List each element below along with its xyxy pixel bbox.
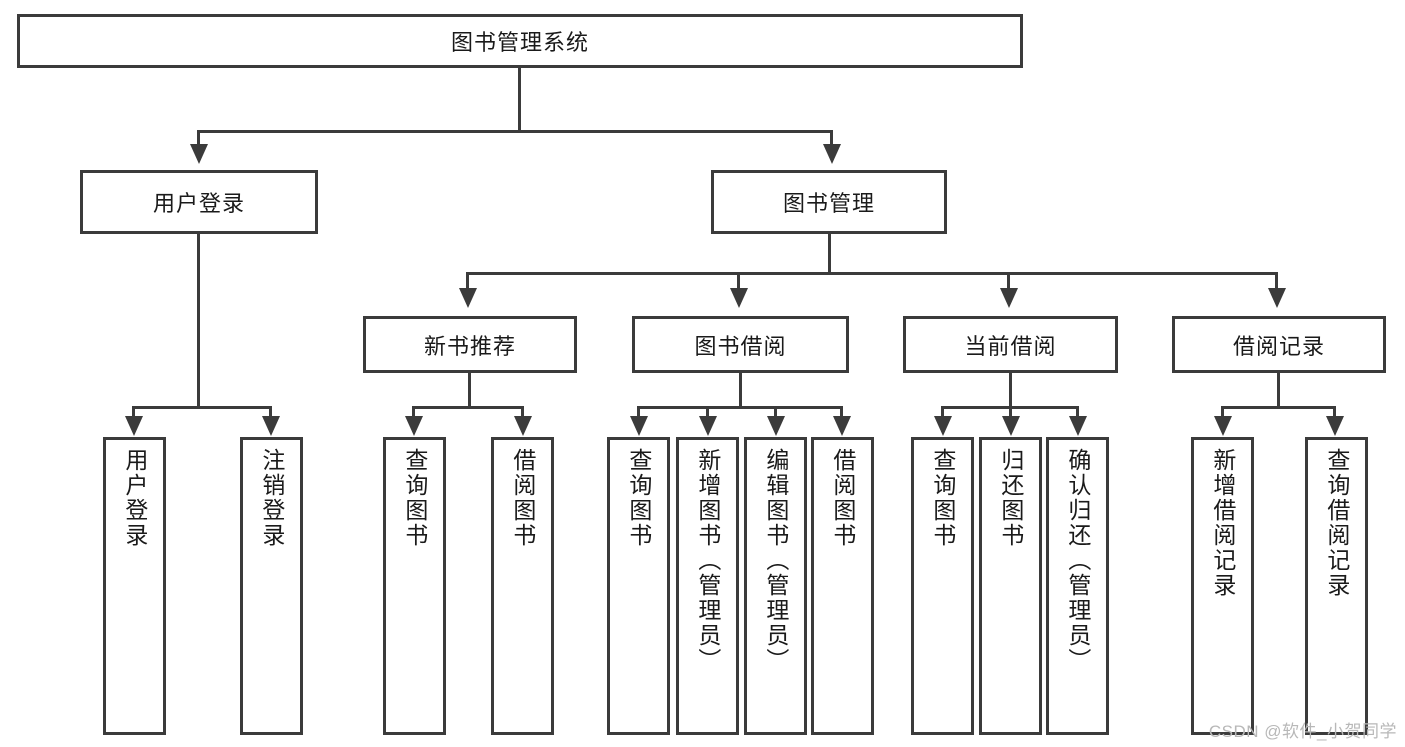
node-new-book-recommend[interactable]: 新书推荐	[363, 316, 577, 373]
arrowhead-cb-leaf-3	[1069, 416, 1087, 436]
connector-bb-drop-1	[637, 406, 640, 418]
connector-cb-drop-1	[941, 406, 944, 418]
arrowhead-current-borrow	[1000, 288, 1018, 308]
arrowhead-user-login-leaf-1	[125, 416, 143, 436]
node-label: 图书借阅	[694, 333, 787, 359]
leaf-label: 新增图书（管理员）	[694, 448, 721, 673]
connector-root-bar	[197, 130, 833, 133]
node-label: 当前借阅	[964, 333, 1057, 359]
node-label: 借阅记录	[1232, 333, 1325, 359]
arrowhead-br-leaf-1	[1214, 416, 1232, 436]
arrowhead-nbr-leaf-1	[405, 416, 423, 436]
connector-nbr-bar	[412, 406, 524, 409]
leaf-label: 注销登录	[258, 448, 285, 548]
arrowhead-new-book-recommend	[459, 288, 477, 308]
connector-bb-stem	[739, 373, 742, 406]
leaf-current-borrow-1[interactable]: 查询图书	[911, 437, 974, 735]
node-root-book-management-system[interactable]: 图书管理系统	[17, 14, 1023, 68]
leaf-current-borrow-3[interactable]: 确认归还（管理员）	[1046, 437, 1109, 735]
watermark-text: CSDN @软件_小贺同学	[1208, 722, 1397, 741]
connector-book-management-stem	[828, 234, 831, 274]
connector-to-new-book-recommend	[466, 272, 469, 290]
arrowhead-book-borrow	[730, 288, 748, 308]
connector-nbr-drop-2	[521, 406, 524, 418]
arrowhead-bb-leaf-1	[630, 416, 648, 436]
leaf-user-login-2[interactable]: 注销登录	[240, 437, 303, 735]
node-user-login[interactable]: 用户登录	[80, 170, 318, 234]
leaf-label: 借阅图书	[509, 448, 536, 548]
connector-bb-drop-4	[840, 406, 843, 418]
connector-br-drop-1	[1221, 406, 1224, 418]
leaf-book-borrow-1[interactable]: 查询图书	[607, 437, 670, 735]
arrowhead-root-to-user-login	[190, 144, 208, 164]
leaf-user-login-1[interactable]: 用户登录	[103, 437, 166, 735]
arrowhead-cb-leaf-2	[1002, 416, 1020, 436]
arrowhead-root-to-book-management	[823, 144, 841, 164]
connector-level3-bar	[466, 272, 1278, 275]
connector-root-to-book-management	[830, 130, 833, 146]
connector-br-drop-2	[1333, 406, 1336, 418]
leaf-label: 查询图书	[929, 448, 956, 548]
leaf-label: 查询借阅记录	[1323, 448, 1350, 598]
connector-br-stem	[1277, 373, 1280, 406]
leaf-label: 查询图书	[625, 448, 652, 548]
connector-user-login-bar	[132, 406, 272, 409]
connector-cb-stem	[1009, 373, 1012, 406]
node-borrow-record[interactable]: 借阅记录	[1172, 316, 1386, 373]
connector-bb-drop-2	[706, 406, 709, 418]
connector-nbr-stem	[468, 373, 471, 406]
connector-to-book-borrow	[737, 272, 740, 290]
arrowhead-bb-leaf-3	[767, 416, 785, 436]
connector-user-login-drop-1	[132, 406, 135, 418]
node-current-borrow[interactable]: 当前借阅	[903, 316, 1118, 373]
connector-bb-bar	[637, 406, 843, 409]
arrowhead-br-leaf-2	[1326, 416, 1344, 436]
leaf-borrow-record-1[interactable]: 新增借阅记录	[1191, 437, 1254, 735]
connector-to-current-borrow	[1007, 272, 1010, 290]
node-book-borrow[interactable]: 图书借阅	[632, 316, 849, 373]
connector-user-login-stem	[197, 234, 200, 406]
node-label: 新书推荐	[423, 333, 516, 359]
leaf-new-book-recommend-2[interactable]: 借阅图书	[491, 437, 554, 735]
connector-root-stem	[518, 68, 521, 130]
leaf-label: 确认归还（管理员）	[1064, 448, 1091, 673]
connector-to-borrow-record	[1275, 272, 1278, 290]
node-label: 图书管理	[782, 191, 875, 216]
connector-user-login-drop-2	[269, 406, 272, 418]
connector-bb-drop-3	[774, 406, 777, 418]
leaf-label: 归还图书	[997, 448, 1024, 548]
arrowhead-bb-leaf-2	[699, 416, 717, 436]
connector-cb-drop-3	[1076, 406, 1079, 418]
connector-br-bar	[1221, 406, 1336, 409]
leaf-book-borrow-4[interactable]: 借阅图书	[811, 437, 874, 735]
leaf-book-borrow-3[interactable]: 编辑图书（管理员）	[744, 437, 807, 735]
leaf-label: 借阅图书	[829, 448, 856, 548]
node-label: 图书管理系统	[450, 30, 589, 55]
leaf-current-borrow-2[interactable]: 归还图书	[979, 437, 1042, 735]
leaf-borrow-record-2[interactable]: 查询借阅记录	[1305, 437, 1368, 735]
arrowhead-cb-leaf-1	[934, 416, 952, 436]
arrowhead-borrow-record	[1268, 288, 1286, 308]
node-label: 用户登录	[152, 191, 245, 216]
leaf-label: 新增借阅记录	[1209, 448, 1236, 598]
arrowhead-nbr-leaf-2	[514, 416, 532, 436]
leaf-label: 编辑图书（管理员）	[762, 448, 789, 673]
arrowhead-bb-leaf-4	[833, 416, 851, 436]
leaf-label: 用户登录	[121, 448, 148, 548]
node-book-management[interactable]: 图书管理	[711, 170, 947, 234]
leaf-label: 查询图书	[401, 448, 428, 548]
leaf-book-borrow-2[interactable]: 新增图书（管理员）	[676, 437, 739, 735]
leaf-new-book-recommend-1[interactable]: 查询图书	[383, 437, 446, 735]
connector-root-to-user-login	[197, 130, 200, 146]
connector-nbr-drop-1	[412, 406, 415, 418]
arrowhead-user-login-leaf-2	[262, 416, 280, 436]
connector-cb-drop-2	[1009, 406, 1012, 418]
